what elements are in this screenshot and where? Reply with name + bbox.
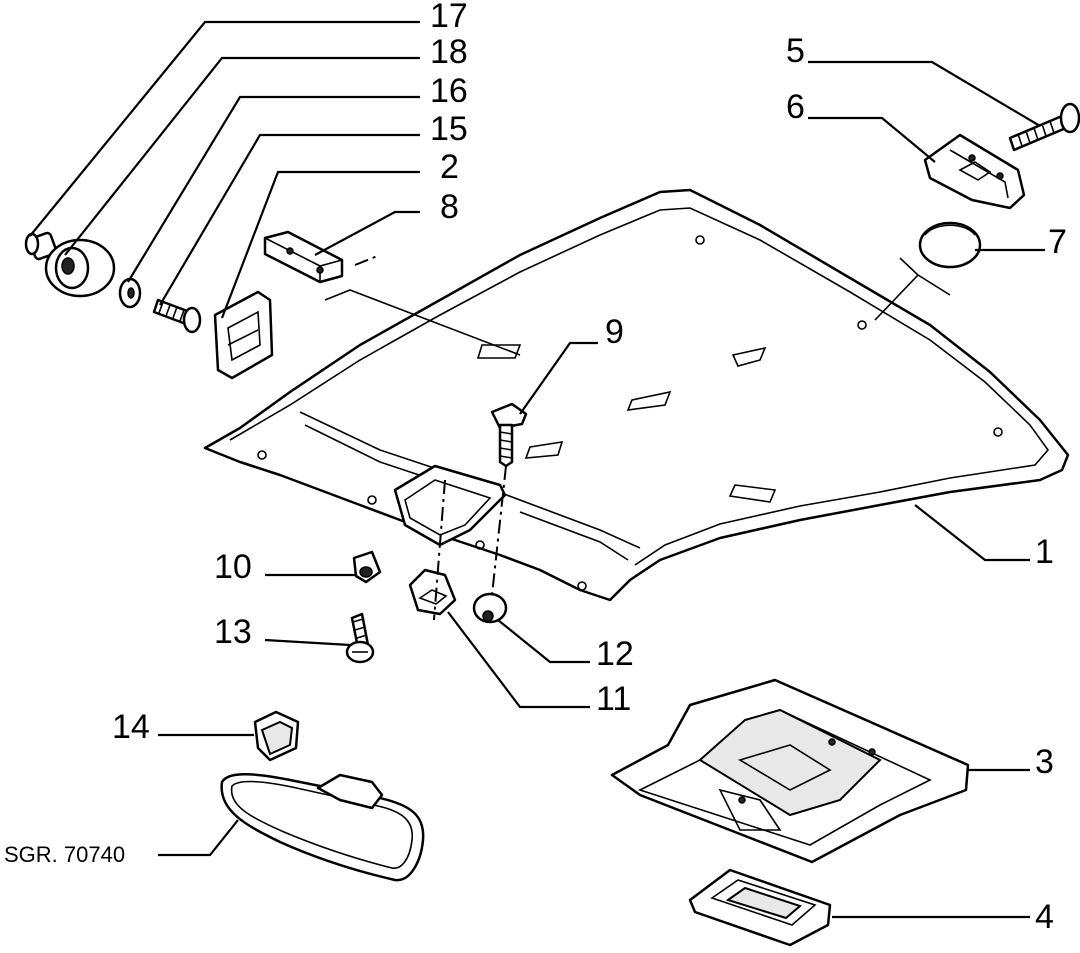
callout-9: 9 — [605, 313, 624, 351]
callout-2: 2 — [440, 148, 459, 186]
callout-12: 12 — [596, 635, 634, 673]
callout-5: 5 — [786, 32, 805, 70]
part-12-grommet — [472, 592, 508, 624]
part-8-plate — [263, 230, 344, 284]
headliner-panel — [203, 188, 1070, 602]
leader-lines — [29, 20, 1045, 919]
callout-10: 10 — [214, 548, 252, 586]
part-6-bracket — [923, 133, 1026, 210]
callout-4: 4 — [1035, 898, 1054, 936]
part-14-clip — [253, 710, 300, 762]
callout-17: 17 — [430, 0, 468, 35]
part-10-nut — [352, 550, 382, 584]
part-13-screw — [345, 612, 375, 664]
part-18-grommet — [44, 238, 116, 298]
callout-labels: 17 18 16 15 2 8 5 6 7 9 1 10 13 12 11 3 … — [4, 0, 1067, 936]
drawing-code: SGR. 70740 — [4, 842, 125, 867]
rear-view-mirror — [220, 772, 425, 882]
part-5-bolt — [1008, 102, 1080, 152]
part-2-bracket — [213, 290, 274, 380]
callout-15: 15 — [430, 110, 468, 148]
callout-7: 7 — [1048, 223, 1067, 261]
callout-13: 13 — [214, 613, 252, 651]
part-3-console — [610, 678, 970, 864]
part-16-washer — [118, 277, 142, 309]
callout-6: 6 — [786, 88, 805, 126]
part-11-retainer — [408, 479, 457, 621]
callout-14: 14 — [112, 708, 150, 746]
part-4-cover — [688, 868, 832, 947]
part-15-screw — [152, 298, 202, 334]
callout-18: 18 — [430, 33, 468, 71]
callout-11: 11 — [596, 680, 631, 718]
part-17-plug — [24, 231, 58, 261]
part-9-clip — [490, 402, 528, 596]
part-7-cap — [918, 221, 982, 269]
callout-1: 1 — [1035, 533, 1054, 571]
callout-3: 3 — [1035, 743, 1054, 781]
callout-16: 16 — [430, 72, 468, 110]
callout-8: 8 — [440, 188, 459, 226]
